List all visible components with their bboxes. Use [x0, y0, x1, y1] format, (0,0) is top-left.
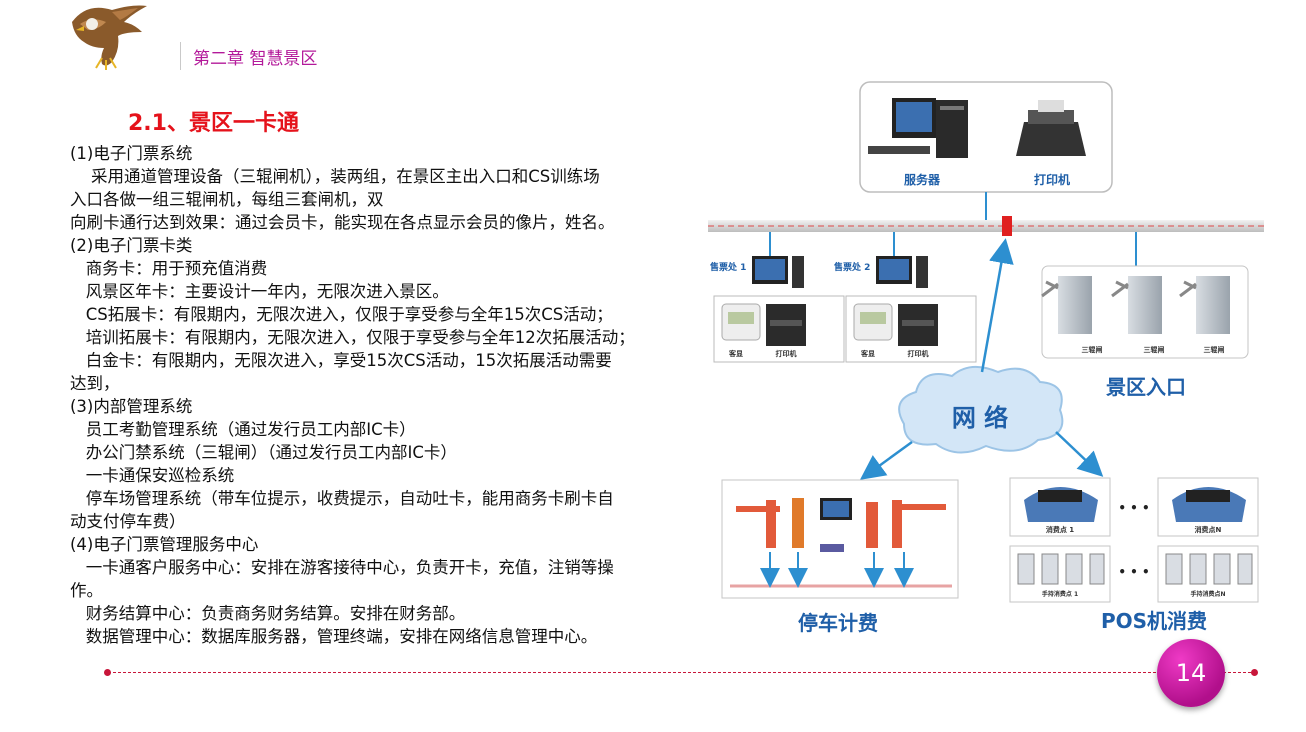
ellipsis-1: • • • [1118, 501, 1149, 515]
body-line: 作。 [70, 581, 103, 600]
network-bus [708, 192, 1264, 266]
body-text: (1)电子门票系统 采用通道管理设备（三辊闸机），装两组，在景区主出入口和CS训… [70, 142, 710, 648]
turnstile-label-3: 三辊闸 [1204, 345, 1225, 354]
footer-dot-left [104, 669, 111, 676]
body-line: 培训拓展卡：有限期内，无限次进入，仅限于享受参与全年12次拓展活动； [70, 328, 635, 347]
body-line: 向刷卡通行达到效果：通过会员卡，能实现在各点显示会员的像片，姓名。 [70, 213, 615, 232]
turnstile-label-2: 三辊闸 [1144, 345, 1165, 354]
entrance-turnstiles: 三辊闸 三辊闸 三辊闸 景区入口 [1041, 265, 1249, 399]
body-line: 一卡通保安巡检系统 [70, 466, 235, 485]
ticket-printer-label-1: 打印机 [776, 349, 797, 358]
body-line: (2)电子门票卡类 [70, 236, 193, 255]
body-line: 白金卡：有限期内，无限次进入，享受15次CS活动，15次拓展活动需要 [70, 351, 612, 370]
ticket-printer-label-2: 打印机 [908, 349, 929, 358]
body-line: 商务卡：用于预充值消费 [70, 259, 268, 278]
body-line: (1)电子门票系统 [70, 144, 193, 163]
customer-display-label-1: 客显 [728, 349, 743, 358]
page-number-badge: 14 [1157, 639, 1225, 707]
body-line: 员工考勤管理系统（通过发行员工内部IC卡） [70, 420, 416, 439]
body-line: CS拓展卡：有限期内，无限次进入，仅限于享受参与全年15次CS活动； [70, 305, 613, 324]
chapter-divider [180, 42, 181, 70]
server-label: 服务器 [904, 172, 941, 187]
body-line: 风景区年卡：主要设计一年内，无限次进入景区。 [70, 282, 449, 301]
turnstile-label-1: 三辊闸 [1082, 345, 1103, 354]
body-line: 办公门禁系统（三辊闸）（通过发行员工内部IC卡） [70, 443, 457, 462]
footer-dot-right [1251, 669, 1258, 676]
section-title: 2.1、景区一卡通 [128, 111, 299, 136]
handheld-n-label: 手持消费点N [1190, 590, 1225, 598]
pos-system: 消费点 1 • • • 消费点N 手持消费点 1 • • • 手持消费点N PO… [1009, 477, 1259, 633]
ticket-office-1: 售票处 1 客显 打印机 [709, 256, 845, 363]
network-label: 网 络 [952, 404, 1008, 432]
parking-label: 停车计费 [798, 611, 878, 635]
body-line: 数据管理中心：数据库服务器，管理终端，安排在网络信息管理中心。 [70, 627, 598, 646]
body-line: (4)电子门票管理服务中心 [70, 535, 259, 554]
body-line: 采用通道管理设备（三辊闸机），装两组，在景区主出入口和CS训练场 [70, 167, 600, 186]
flow-arrows [859, 238, 1104, 480]
pos-label: POS机消费 [1101, 609, 1207, 633]
printer-label: 打印机 [1034, 172, 1070, 187]
system-diagram: 服务器 打印机 售票处 1 客显 打印机 [708, 70, 1264, 652]
ellipsis-2: • • • [1118, 565, 1149, 579]
ticket-office-1-label: 售票处 1 [709, 261, 746, 273]
footer-divider [108, 672, 1256, 673]
body-line: 入口各做一组三辊闸机，每组三套闸机，双 [70, 190, 384, 209]
handheld-1-label: 手持消费点 1 [1042, 590, 1078, 598]
body-line: 停车场管理系统（带车位提示，收费提示，自动吐卡，能用商务卡刷卡自 [70, 489, 614, 508]
network-cloud: 网 络 [898, 365, 1064, 454]
parking-system: 停车计费 [721, 479, 959, 635]
body-line: 财务结算中心：负责商务财务结算。安排在财务部。 [70, 604, 466, 623]
body-line: 达到， [70, 374, 120, 393]
customer-display-label-2: 客显 [860, 349, 875, 358]
body-line: 动支付停车费） [70, 512, 186, 531]
pos-point-n-label: 消费点N [1195, 525, 1222, 534]
eagle-logo [62, 2, 152, 72]
ticket-office-2-label: 售票处 2 [833, 261, 870, 273]
body-line: 一卡通客户服务中心：安排在游客接待中心，负责开卡，充值，注销等操 [70, 558, 614, 577]
pos-point-1-label: 消费点 1 [1046, 525, 1074, 534]
chapter-title: 第二章 智慧景区 [193, 49, 318, 69]
ticket-office-2: 售票处 2 客显 打印机 [833, 256, 977, 363]
server-box: 服务器 打印机 [859, 81, 1113, 193]
body-line: (3)内部管理系统 [70, 397, 193, 416]
entrance-label: 景区入口 [1106, 375, 1186, 399]
